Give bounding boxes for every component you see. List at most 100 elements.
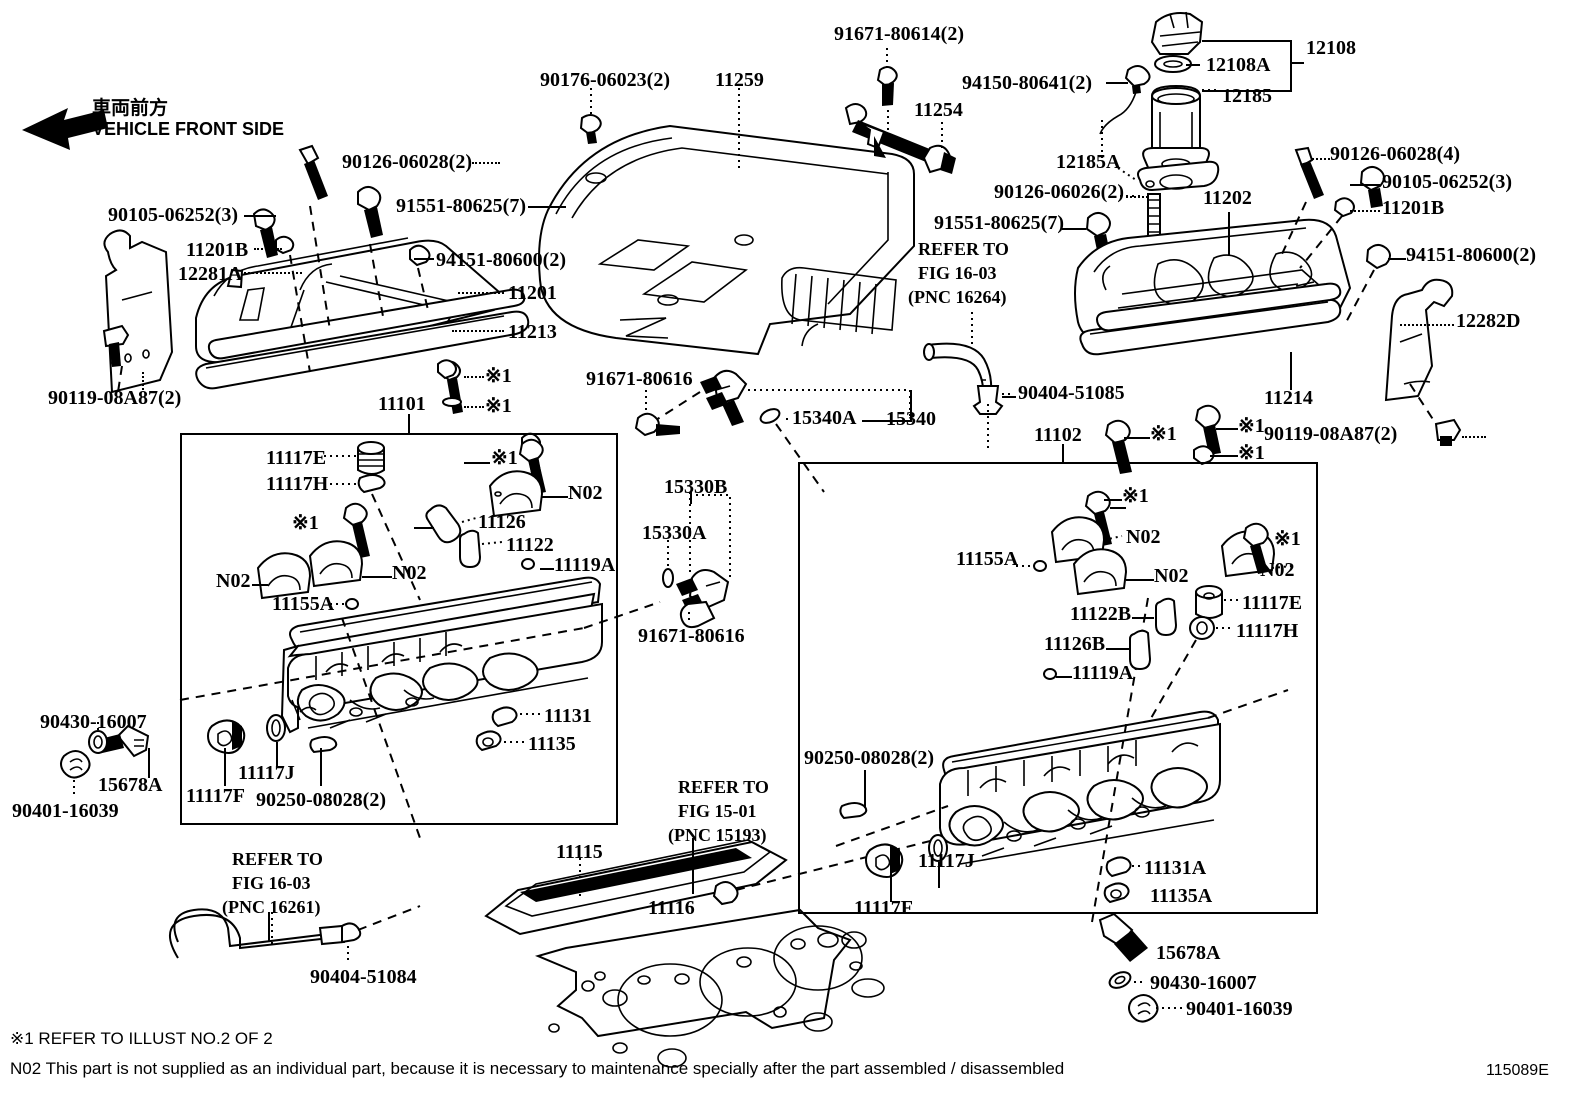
fastener-90126-06026 — [1120, 193, 1161, 241]
leader-94151-left — [414, 258, 434, 260]
callout-91551-80625-7-right: 91551-80625(7) — [934, 212, 1064, 234]
leader-11117J-right — [938, 862, 940, 888]
leader-N02-right-1 — [1110, 507, 1126, 509]
leader-11202 — [1228, 212, 1230, 256]
callout-x1-left-4: ※1 — [485, 395, 512, 417]
part-15330B-vvt-actuator — [676, 492, 731, 629]
leader-x1-left-c — [414, 527, 434, 529]
vehicle-front-note-jp: 車両前方 — [92, 97, 169, 119]
leader-12108-bracket-b — [1202, 90, 1292, 92]
leader-15330B-v — [690, 492, 692, 504]
leader-x1-b — [464, 406, 484, 408]
leader-11119A-left — [540, 568, 554, 570]
part-12108-oil-filler-cap — [1150, 11, 1204, 55]
callout-11135A: 11135A — [1150, 885, 1213, 907]
leader-12108A — [1186, 64, 1200, 66]
leader-12281A — [244, 272, 302, 274]
fastener-94150-80641 — [1099, 65, 1151, 160]
callout-11131A: 11131A — [1144, 857, 1207, 879]
leader-N02-left-1 — [542, 496, 568, 498]
hose-ref-16264 — [923, 312, 993, 407]
leader-12282D — [1400, 324, 1454, 326]
callout-15678A-left: 15678A — [98, 774, 163, 796]
callout-90176-06023-2: 90176-06023(2) — [540, 69, 670, 91]
part-11115-gasket — [484, 839, 788, 936]
leader-15340A-stub — [786, 418, 788, 420]
refer-to-16264-line3: (PNC 16264) — [908, 287, 1007, 307]
callout-11201B-left: 11201B — [186, 239, 249, 261]
callout-90126-06028-2: 90126-06028(2) — [342, 151, 472, 173]
callout-90250-08028-2-left: 90250-08028(2) — [256, 789, 386, 811]
callout-11119A-right: 11119A — [1072, 662, 1134, 684]
leader-90119-left — [142, 372, 146, 390]
callout-15678A-right: 15678A — [1156, 942, 1221, 964]
group-box-11101 — [180, 433, 618, 825]
part-11259-engine-cover — [538, 124, 915, 356]
leader-11101 — [408, 414, 410, 434]
callout-11202: 11202 — [1203, 187, 1252, 209]
callout-N02-right-2: N02 — [1154, 565, 1189, 587]
leader-hose-16261 — [268, 912, 270, 942]
leader-90250-left — [320, 748, 322, 786]
callout-11201B-right: 11201B — [1382, 197, 1445, 219]
leader-x1-a — [464, 376, 484, 378]
callout-12281A: 12281A — [178, 263, 243, 285]
callout-x1-right-3: ※1 — [1150, 423, 1177, 445]
callout-91551-80625-7-left: 91551-80625(7) — [396, 195, 526, 217]
callout-90250-08028-2-right: 90250-08028(2) — [804, 747, 934, 769]
leader-90105-left — [244, 215, 276, 217]
group-box-11102 — [798, 462, 1318, 914]
callout-90401-16039-left: 90401-16039 — [12, 800, 119, 822]
part-15330A-oring — [662, 540, 674, 588]
leader-91551-right — [1062, 228, 1086, 230]
fastener-group-right-top — [1281, 146, 1391, 327]
callout-94151-80600-2-right: 94151-80600(2) — [1406, 244, 1536, 266]
leader-11213 — [452, 330, 504, 332]
callout-x1-left-2: ※1 — [292, 512, 319, 534]
callout-91671-80616-top: 91671-80616 — [586, 368, 693, 390]
callout-94150-80641-2: 94150-80641(2) — [962, 72, 1092, 94]
callout-11201: 11201 — [508, 282, 557, 304]
part-12281A-bracket — [103, 229, 174, 394]
callout-15330A: 15330A — [642, 522, 707, 544]
callout-12282D: 12282D — [1456, 310, 1521, 332]
callout-90126-06028-4: 90126-06028(4) — [1330, 143, 1460, 165]
leader-11102 — [1062, 444, 1064, 464]
footnote-x1: ※1 REFER TO ILLUST NO.2 OF 2 — [10, 1029, 273, 1048]
fastener-91671-80616-top — [634, 390, 680, 437]
callout-11122B: 11122B — [1070, 603, 1132, 625]
callout-11155A-right: 11155A — [956, 548, 1019, 570]
parts-15678A-right — [1098, 912, 1182, 1023]
fastener-91551-80625-right — [1085, 212, 1111, 289]
leader-11119A-right — [1056, 676, 1072, 678]
callout-11117E-left: 11117E — [266, 447, 327, 469]
leader-x1-right-5 — [1210, 455, 1238, 457]
callout-90404-51084: 90404-51084 — [310, 966, 417, 988]
leader-N02-left-2 — [362, 576, 392, 578]
part-11202-head-cover-right — [1074, 218, 1352, 356]
callout-11126: 11126 — [478, 511, 526, 533]
leader-x1-right-4 — [1216, 428, 1238, 430]
part-12185A-gasket — [1117, 160, 1220, 192]
callout-15340A: 15340A — [792, 407, 857, 429]
part-12185-filler-neck — [1142, 84, 1216, 173]
callout-90430-16007-right: 90430-16007 — [1150, 972, 1257, 994]
part-12282D-bracket — [1384, 278, 1454, 425]
leader-x1-right-1 — [1104, 499, 1122, 501]
part-11213-gasket-left — [195, 288, 530, 390]
leader-15678A-left — [148, 748, 150, 778]
callout-11214: 11214 — [1264, 387, 1313, 409]
callout-90105-06252-3-right: 90105-06252(3) — [1382, 171, 1512, 193]
refer-to-16261-line3: (PNC 16261) — [222, 897, 321, 917]
callout-11135: 11135 — [528, 733, 576, 755]
callout-11119A-left: 11119A — [554, 554, 616, 576]
leader-N02-left-3 — [252, 584, 268, 586]
callout-11254: 11254 — [914, 99, 963, 121]
callout-11126B: 11126B — [1044, 633, 1106, 655]
callout-11213: 11213 — [508, 321, 557, 343]
leader-90126-06026 — [1126, 196, 1148, 198]
leader-12108-bracket-t — [1202, 40, 1292, 42]
leader-x1-right-3 — [1124, 437, 1150, 439]
callout-11117J-right: 11117J — [918, 850, 975, 872]
